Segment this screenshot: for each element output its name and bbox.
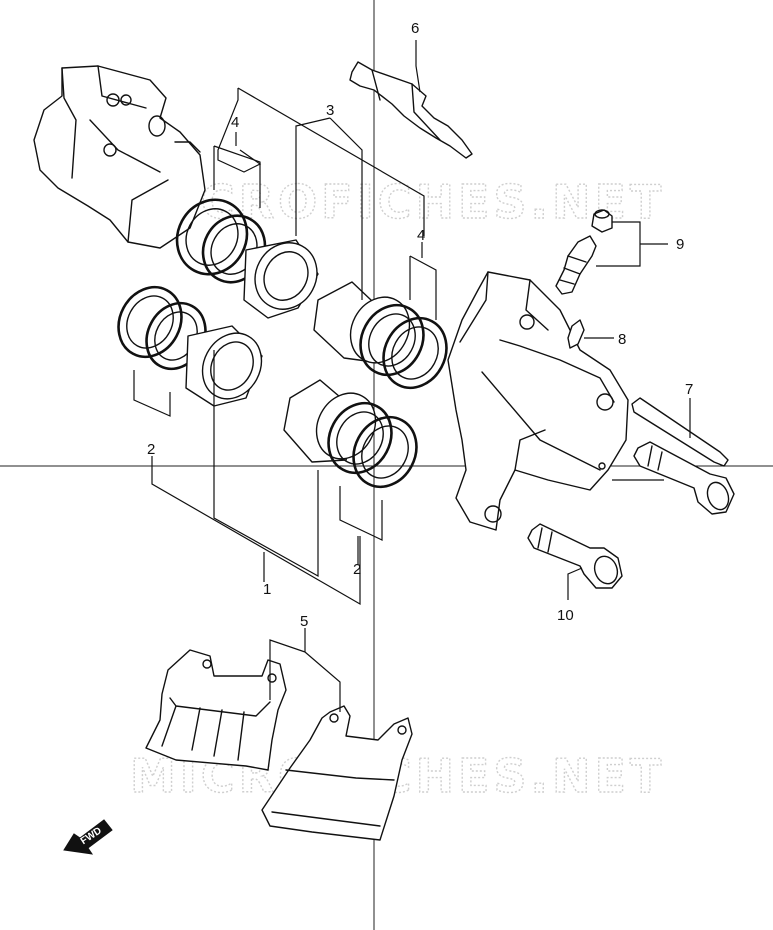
callout-10[interactable]: 10 xyxy=(557,607,574,624)
seal-ring-2b-outer[interactable] xyxy=(342,406,429,498)
callout-7[interactable]: 7 xyxy=(685,381,693,398)
callout-9[interactable]: 9 xyxy=(676,236,684,253)
callout-4a[interactable]: 4 xyxy=(231,114,239,131)
caliper-body-right[interactable] xyxy=(447,271,629,531)
brake-pad-left[interactable] xyxy=(145,649,287,771)
seal-ring-4a[interactable] xyxy=(164,187,260,286)
seal-ring-2a[interactable] xyxy=(107,276,194,368)
callout-5[interactable]: 5 xyxy=(300,613,308,630)
callout-4b[interactable]: 4 xyxy=(417,227,425,244)
pad-clip-8[interactable] xyxy=(567,319,585,349)
watermark-top: MICROFICHES.NET xyxy=(130,175,665,229)
seal-ring-4b-outer[interactable] xyxy=(372,307,459,399)
callout-2b[interactable]: 2 xyxy=(353,561,361,578)
pad-spring-6[interactable] xyxy=(349,61,473,159)
caliper-bolt-10[interactable] xyxy=(527,523,623,589)
callout-8[interactable]: 8 xyxy=(618,331,626,348)
caliper-body-left[interactable] xyxy=(33,65,206,249)
callout-2a[interactable]: 2 xyxy=(147,441,155,458)
leader-lines xyxy=(133,40,691,712)
callout-1[interactable]: 1 xyxy=(263,581,271,598)
piston-top-left[interactable] xyxy=(243,232,329,320)
piston-lower-right[interactable] xyxy=(283,379,387,469)
piston-lower-left[interactable] xyxy=(185,323,273,409)
callout-6[interactable]: 6 xyxy=(411,20,419,37)
bleeder-cap-9[interactable] xyxy=(591,209,613,233)
seal-ring-4b[interactable] xyxy=(349,294,436,386)
bleeder-screw-9[interactable] xyxy=(555,235,597,295)
callout-3[interactable]: 3 xyxy=(326,102,334,119)
pad-pin-7[interactable] xyxy=(631,397,729,467)
caliper-bolt-long[interactable] xyxy=(633,441,735,515)
seal-ring-2b[interactable] xyxy=(317,392,404,484)
fwd-arrow-icon: FWD xyxy=(63,819,113,855)
brake-pad-right[interactable] xyxy=(261,705,413,841)
